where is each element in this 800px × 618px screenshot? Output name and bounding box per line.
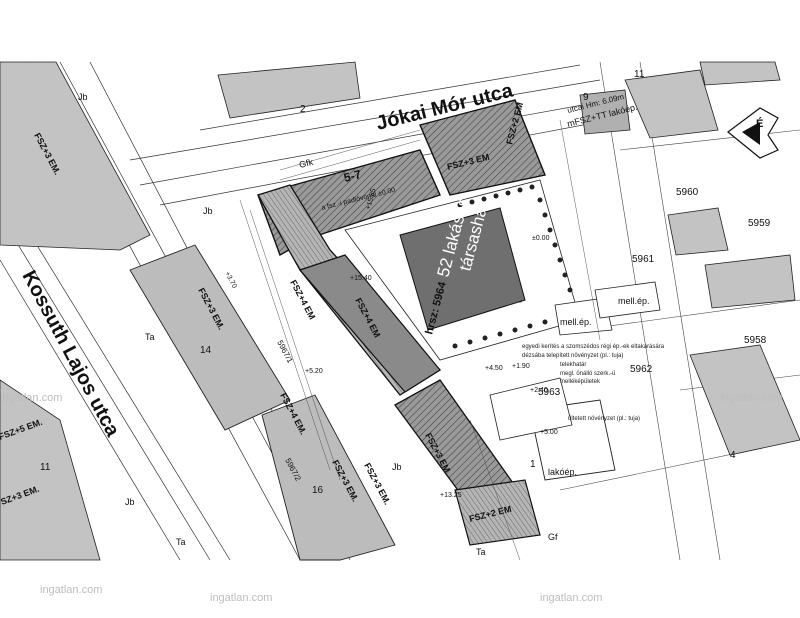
label-ta1: Ta: [176, 537, 186, 547]
note-ultetett: ültetett növényzet (pl.: tuja): [568, 416, 640, 422]
building-5961: [667, 207, 729, 256]
watermark-5: ingatlan.com: [720, 392, 783, 404]
building-4: [689, 344, 800, 456]
parcel-5963: 5963: [538, 387, 561, 398]
label-ta2: Ta: [145, 332, 155, 342]
note-telek: telekhatár: [560, 362, 586, 368]
note-gfk: Gfk: [298, 157, 314, 170]
label-jb2: Jb: [203, 206, 213, 216]
parcel-11-top: 11: [634, 69, 645, 80]
parcel-1: 1: [530, 459, 536, 470]
building-right-top2: [624, 69, 719, 139]
parcel-14: 14: [200, 345, 212, 356]
note-gf: Gf: [548, 532, 558, 542]
parcel-5959: 5959: [748, 218, 771, 229]
parcel-5960: 5960: [676, 187, 699, 198]
parcel-2: 2: [300, 104, 306, 115]
wing-west-roof: [298, 254, 441, 393]
note-fence1: egyedi kerítés a szomszédos régi ép.-ek …: [522, 344, 665, 350]
note-megl: megl. önálló szerk.-ü: [560, 371, 615, 377]
label-ta3: Ta: [476, 547, 486, 557]
parcel-5962: 5962: [630, 364, 653, 375]
top-margin: [0, 0, 800, 58]
elev-3: +5.20: [305, 368, 323, 375]
watermark-2: ingatlan.com: [210, 592, 273, 604]
watermark-3: ingatlan.com: [540, 592, 603, 604]
note-mellek: melléképületek: [560, 379, 601, 385]
label-jb3: Jb: [125, 497, 135, 507]
parcel-4: 4: [730, 450, 736, 461]
building-2: [217, 61, 361, 119]
parcel-9: 9: [583, 92, 589, 103]
building-right-mid: [704, 254, 796, 309]
wing-south: [454, 479, 541, 546]
bottom-margin: [0, 560, 800, 618]
parcel-5961: 5961: [632, 254, 655, 265]
elev-10: +1.90: [512, 363, 530, 370]
building-left-bottom: [0, 379, 101, 561]
project-label-box: [399, 207, 526, 331]
building-11: [579, 89, 631, 135]
note-lakoep: lakóép.: [548, 467, 577, 477]
building-14: [129, 244, 291, 431]
parcel-11-left: 11: [40, 462, 51, 473]
note-meil2: mell.ép.: [618, 296, 650, 306]
elev-1: +15.40: [350, 275, 372, 282]
parcel-5-7: 5-7: [342, 167, 363, 185]
note-meil1: mell.ép.: [560, 317, 592, 327]
building-meil2: [594, 281, 661, 319]
building-right-top: [699, 61, 781, 86]
compass-icon: [727, 107, 779, 159]
elev-4: +4.50: [485, 365, 503, 372]
elev-9: ±0.00: [532, 235, 550, 242]
elev-2: +13.25: [440, 492, 462, 499]
elev-5: +2.40: [530, 387, 548, 394]
compass-letter: É: [756, 117, 763, 130]
parcel-16: 16: [312, 485, 324, 496]
label-jb1: Jb: [78, 92, 88, 102]
watermark-1: ingatlan.com: [40, 584, 103, 596]
elev-6: +5.00: [540, 429, 558, 436]
wing-northeast: [419, 99, 546, 196]
note-fence2: dézsába telepített növényzet (pl.: tuja): [522, 353, 623, 359]
label-jb4: Jb: [392, 462, 402, 472]
dimension-lines: [239, 119, 601, 561]
parcel-5958: 5958: [744, 335, 767, 346]
building-5963: [489, 377, 573, 441]
building-left-top: [0, 61, 151, 251]
watermark-4: ingatlan.com: [0, 392, 63, 404]
